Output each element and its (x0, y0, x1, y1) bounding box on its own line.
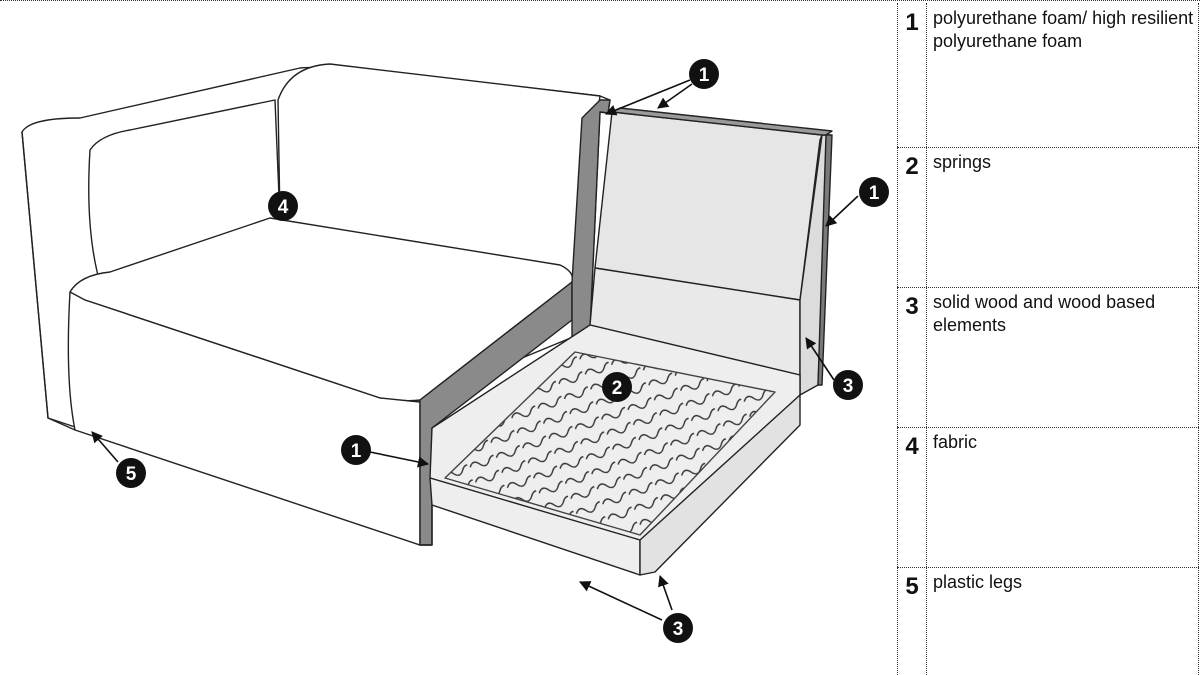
spring-deck (444, 351, 776, 536)
callout-5: 5 (116, 458, 146, 488)
legend-number: 4 (897, 427, 927, 567)
frame-side-foam (817, 134, 833, 386)
frame-back-panel (594, 111, 823, 301)
svg-text:5: 5 (126, 464, 137, 485)
legend-right-border (1198, 3, 1199, 675)
leader-3b (578, 581, 663, 621)
leader-3a (805, 337, 835, 381)
frame-front-right (639, 394, 801, 576)
legend-row-2: 2 springs (897, 147, 1199, 287)
legend-divider (897, 287, 1199, 288)
callout-3-side: 3 (833, 370, 863, 400)
legend-label: polyurethane foam/ high resilient polyur… (933, 8, 1194, 51)
svg-text:1: 1 (351, 441, 362, 462)
legend-number: 1 (897, 3, 927, 147)
legend-number: 2 (897, 147, 927, 287)
legend-divider (897, 567, 1199, 568)
svg-text:2: 2 (612, 378, 623, 399)
callout-1-top: 1 (689, 59, 719, 89)
callout-1-front: 1 (341, 435, 371, 465)
legend-row-3: 3 solid wood and wood based elements (897, 287, 1199, 427)
legend-label: plastic legs (933, 572, 1023, 592)
leader-3c (658, 574, 673, 611)
svg-text:1: 1 (699, 65, 710, 86)
svg-text:4: 4 (278, 197, 289, 218)
callout-badges: 1 1 1 2 3 3 4 5 (116, 59, 889, 643)
legend-label: springs (933, 152, 992, 172)
svg-text:1: 1 (869, 183, 880, 204)
leader-5 (91, 431, 119, 463)
svg-text:3: 3 (843, 376, 854, 397)
legend-row-4: 4 fabric (897, 427, 1199, 567)
sofa-left-section (21, 63, 611, 546)
materials-legend: 1 polyurethane foam/ high resilient poly… (897, 3, 1199, 675)
leader-1a (604, 79, 691, 116)
legend-label: fabric (933, 432, 978, 452)
legend-number: 5 (897, 567, 927, 675)
frame-section (420, 107, 833, 576)
legend-row-5: 5 plastic legs (897, 567, 1199, 675)
callout-4: 4 (268, 191, 298, 221)
legend-label: solid wood and wood based elements (933, 292, 1156, 335)
legend-number: 3 (897, 287, 927, 427)
top-border (0, 0, 1200, 1)
legend-divider (897, 147, 1199, 148)
legend-row-1: 1 polyurethane foam/ high resilient poly… (897, 3, 1199, 147)
callout-leaders (91, 79, 859, 621)
legend-divider (897, 427, 1199, 428)
svg-text:3: 3 (673, 619, 684, 640)
leader-1d (369, 451, 430, 468)
sofa-cutaway-illustration: 1 1 1 2 3 3 4 5 (21, 59, 889, 643)
leader-1b (657, 83, 693, 109)
callout-1-side: 1 (859, 177, 889, 207)
callout-2: 2 (602, 372, 632, 402)
leader-1c (825, 195, 859, 227)
callout-3-bottom: 3 (663, 613, 693, 643)
